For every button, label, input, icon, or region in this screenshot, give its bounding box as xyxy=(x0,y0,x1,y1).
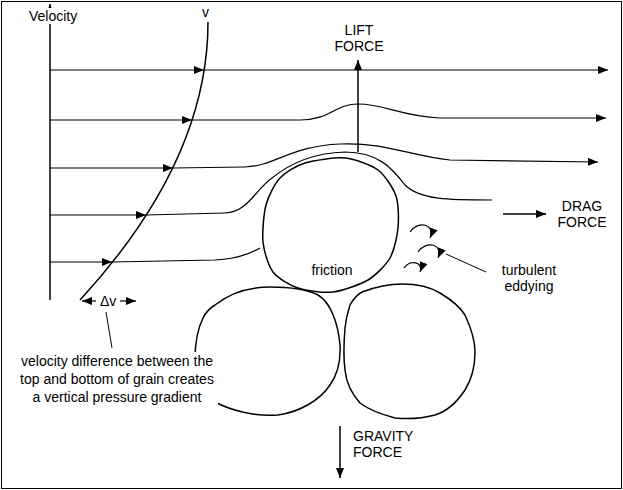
gravity-arrow xyxy=(339,426,341,478)
velocity-vectors xyxy=(50,70,204,262)
grain-outline xyxy=(263,158,399,292)
leader-line xyxy=(446,254,486,272)
caption-note: velocity difference between the top and … xyxy=(16,352,218,406)
delta-label: Δv xyxy=(99,293,117,309)
lift-arrow xyxy=(357,60,359,152)
velocity-profile xyxy=(80,22,208,300)
leader-line xyxy=(106,312,112,348)
axis-label: Velocity xyxy=(28,8,78,24)
note-label: turbulent eddying xyxy=(488,262,570,294)
drag-arrow xyxy=(503,213,546,215)
profile-label: v xyxy=(201,4,210,20)
grain: friction xyxy=(262,156,402,296)
velocity-axis xyxy=(49,4,51,300)
grain-outline xyxy=(344,284,475,419)
delta-arrow xyxy=(82,300,96,301)
force-label: GRAVITY FORCE xyxy=(352,428,428,460)
eddy-arrows xyxy=(404,225,439,272)
delta-arrow xyxy=(120,300,136,301)
contact-label: friction xyxy=(311,262,352,278)
force-label: LIFT FORCE xyxy=(326,22,392,54)
force-label: DRAG FORCE xyxy=(549,198,615,230)
